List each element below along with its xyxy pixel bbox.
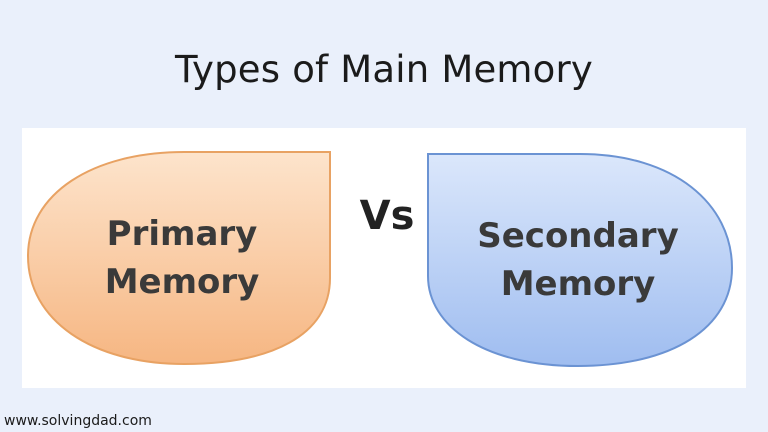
- primary-memory-label: Primary Memory: [82, 210, 282, 306]
- diagram-panel: Primary Memory Vs Secondary Memory: [22, 128, 746, 388]
- page-title: Types of Main Memory: [174, 48, 593, 91]
- secondary-memory-label-line1: Secondary: [477, 216, 679, 256]
- secondary-memory-label-line2: Memory: [500, 264, 656, 304]
- primary-memory-label-line1: Primary: [106, 214, 258, 254]
- primary-memory-shape: [26, 151, 331, 366]
- website-watermark: www.solvingdad.com: [4, 413, 152, 429]
- secondary-memory-shape: [427, 153, 734, 368]
- versus-label: Vs: [359, 193, 415, 239]
- secondary-memory-label: Secondary Memory: [448, 212, 708, 308]
- primary-memory-label-line2: Memory: [104, 262, 260, 302]
- diagram-shapes: [26, 151, 734, 368]
